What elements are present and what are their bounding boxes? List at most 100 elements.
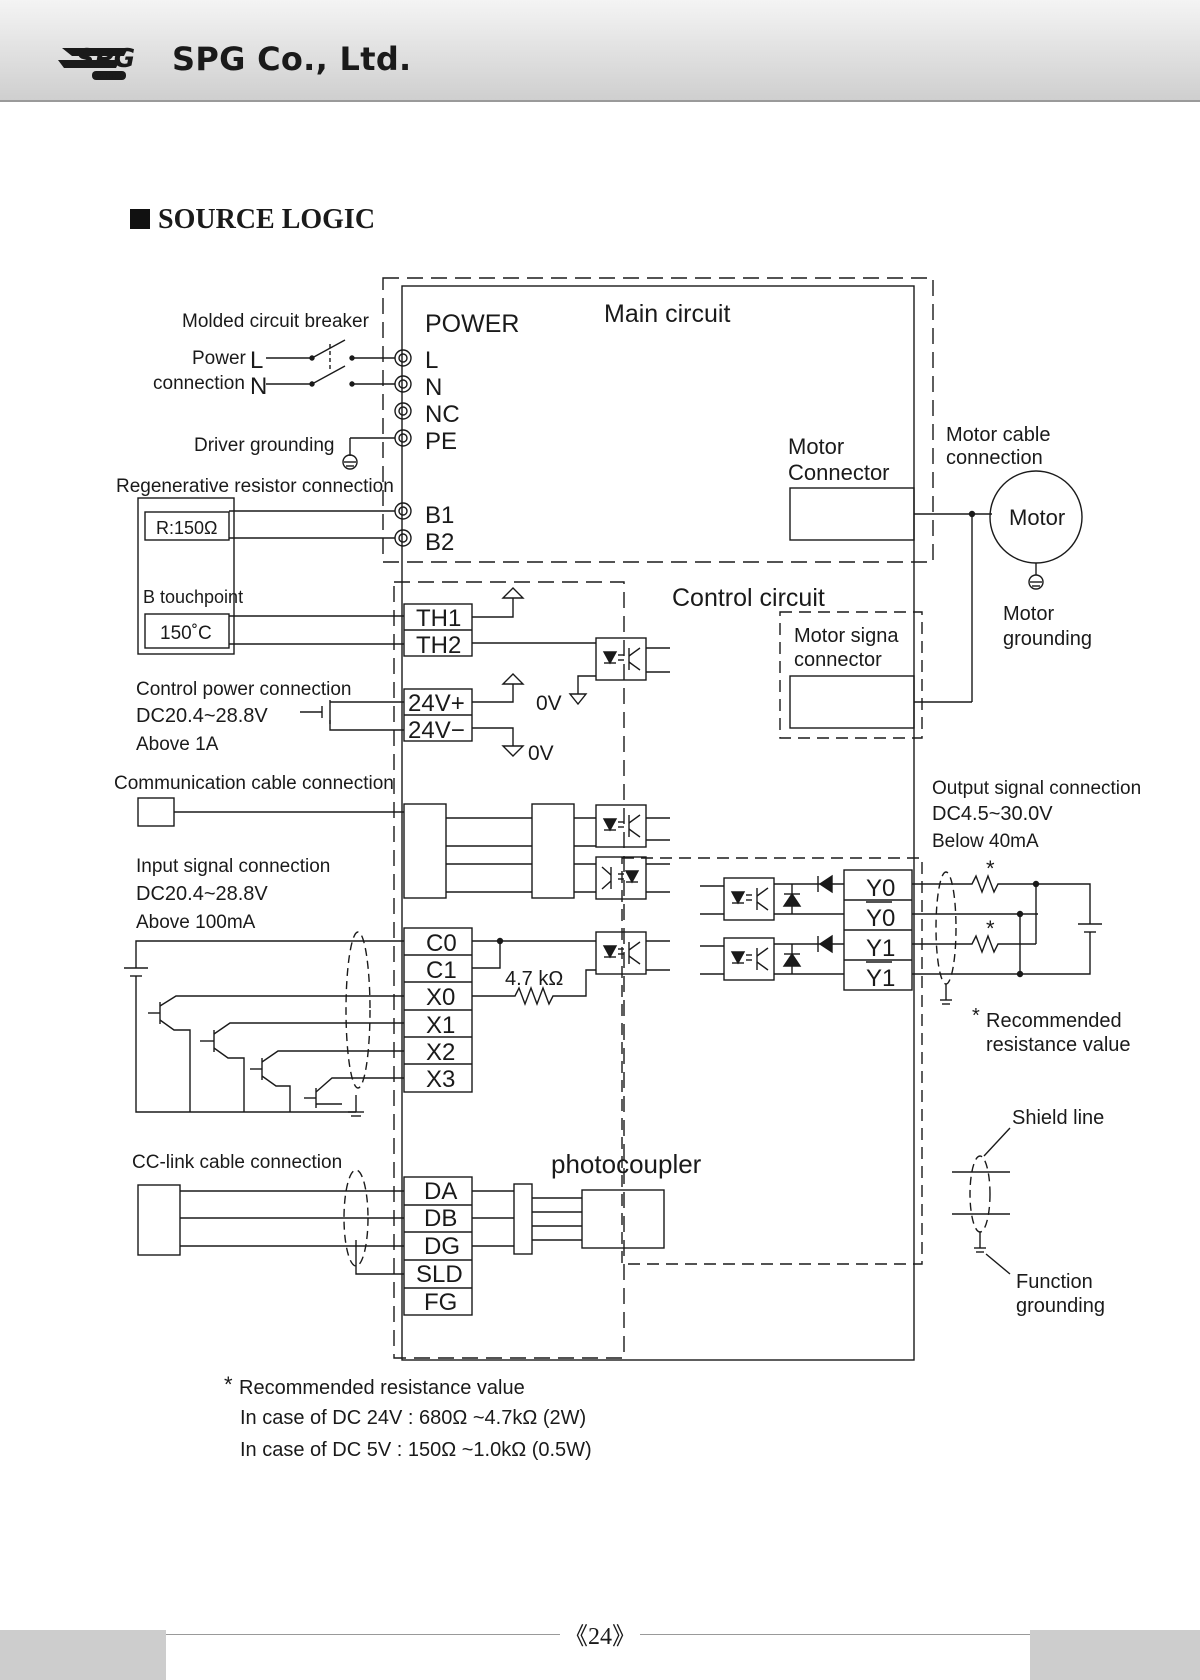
molded-breaker-label: Molded circuit breaker [182,311,370,332]
terminal-24v-minus: 24V− [408,717,465,744]
recommended-asterisk: * [972,1005,980,1027]
footer-bar-left [0,1630,166,1680]
th-photocoupler [595,637,647,681]
terminal-24v-plus: 24V+ [408,690,465,717]
input-signal-current: Above 100mA [136,912,256,933]
b-touchpoint-label: B touchpoint [143,587,243,607]
driver-grounding-label: Driver grounding [194,435,334,456]
comm-photocoupler-1 [595,804,647,848]
shield-line-label: Shield line [1012,1107,1104,1129]
terminal-x3: X3 [426,1066,455,1093]
footnote-title: Recommended resistance value [239,1377,525,1399]
driver-body-outline [401,285,915,1361]
resistor-value: R:150Ω [156,518,218,538]
terminal-dg: DG [424,1233,460,1260]
cclink-wiring [180,1169,665,1275]
output-photocoupler-circuit [700,874,844,981]
footnote-line-1: In case of DC 24V : 680Ω ~4.7kΩ (2W) [240,1407,586,1429]
control-circuit-label: Control circuit [672,584,825,612]
comm-connector-box [137,797,175,827]
motor-signal-box [789,675,915,729]
terminal-c1: C1 [426,957,457,984]
terminal-y0: Y0 [866,875,895,902]
motor-connector-box [789,487,915,541]
driver-ground-icon [342,437,395,470]
terminal-c0: C0 [426,930,457,957]
terminal-l: L [425,347,438,374]
output-signal-label: Output signal connection [932,778,1141,799]
power-n-label: N [250,373,267,400]
input-signal-label: Input signal connection [136,856,330,877]
spg-logo-icon: SPG MOTOR [58,44,135,81]
comm-cable-label: Communication cable connection [114,773,394,794]
temp-switch-box [144,613,230,649]
page-number: 《24》 [560,1616,640,1651]
terminal-x0: X0 [426,984,455,1011]
resistor-value-box [144,511,230,541]
terminal-y1: Y1 [866,935,895,962]
page-header: SPG MOTOR SPG Co., Ltd. [0,0,1200,102]
output-signal-current: Below 40mA [932,831,1039,852]
square-bullet-icon [130,209,150,229]
control-power-label: Control power connection [136,679,351,700]
input-source-circuit [124,931,404,1117]
main-circuit-label: Main circuit [604,300,730,328]
comm-terminal-box [403,803,447,899]
photocoupler-frame [621,857,923,1265]
breaker-switch [266,339,395,387]
comm-photocoupler-2 [595,856,647,900]
terminal-pe: PE [425,428,457,455]
terminal-x2: X2 [426,1039,455,1066]
company-name: SPG Co., Ltd. [172,40,412,78]
section-title: SOURCE LOGIC [130,204,375,236]
regen-resistor-box [137,497,235,655]
asterisk-2: * [986,916,995,941]
control-power-battery-icon [300,700,404,731]
logo-text: SPG [76,44,135,74]
motor-ground-icon [1028,563,1044,590]
terminal-th1: TH1 [416,605,461,632]
power-label: POWER [425,310,519,338]
terminal-n: N [425,374,442,401]
terminal-nc: NC [425,401,460,428]
control-circuit-frame [393,581,625,1359]
logo-sub: MOTOR [96,74,122,81]
footnote-star: * [224,1372,233,1397]
output-terminal-labels: Y0 Y0 Y1 Y1 [866,875,895,992]
main-circuit-frame [382,277,934,563]
terminal-y1-bar: Y1 [866,965,895,992]
comm-interface-box [531,803,575,899]
input-signal-voltage: DC20.4~28.8V [136,883,268,905]
asterisk-1: * [986,856,995,881]
terminal-y0-bar: Y0 [866,905,895,932]
temp-value: 150˚C [160,623,212,644]
photocoupler-label: photocoupler [551,1149,702,1179]
input-photocoupler [595,931,647,975]
terminal-db: DB [424,1205,457,1232]
cclink-cable-label: CC-link cable connection [132,1152,342,1173]
control-power-voltage: DC20.4~28.8V [136,705,268,727]
motor-label: Motor [1009,505,1065,530]
terminal-b1: B1 [425,502,454,529]
zero-v-label-1: 0V [536,692,562,715]
terminal-th2: TH2 [416,632,461,659]
control-power-current: Above 1A [136,734,219,755]
footnote-line-2: In case of DC 5V : 150Ω ~1.0kΩ (0.5W) [240,1439,592,1461]
power-l-label: L [250,347,263,374]
power-terminal-block [394,349,412,547]
shield-legend-icon [952,1127,1011,1275]
terminal-sld: SLD [416,1261,463,1288]
terminal-b2: B2 [425,529,454,556]
resistor-47k-label: 4.7 kΩ [505,968,563,990]
output-signal-voltage: DC4.5~30.0V [932,803,1053,825]
terminal-x1: X1 [426,1012,455,1039]
zero-v-label-2: 0V [528,742,554,765]
cclink-connector-box [137,1184,181,1256]
